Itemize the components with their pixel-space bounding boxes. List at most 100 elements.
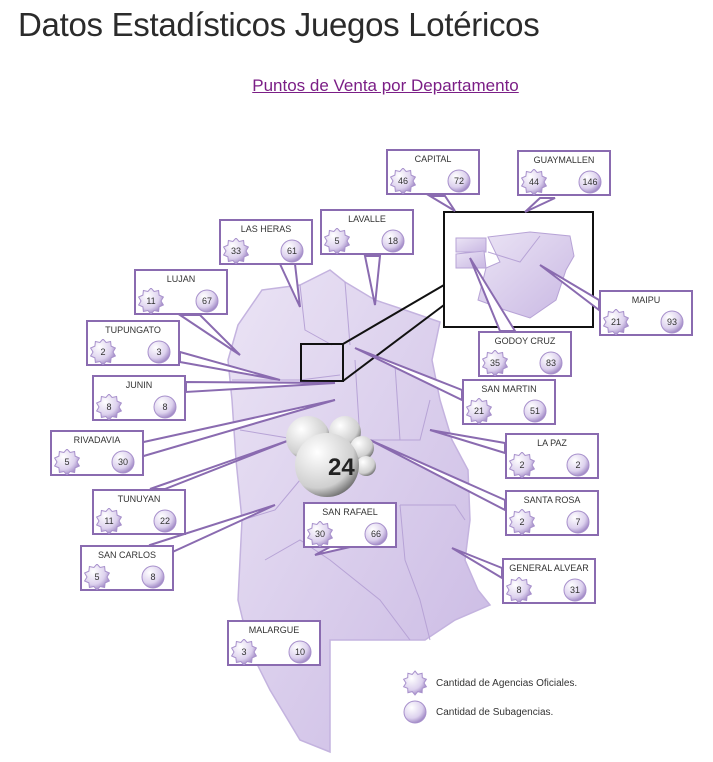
agencias-count: 35 bbox=[489, 358, 500, 368]
department-name: TUPUNGATO bbox=[105, 325, 161, 335]
star-badge-icon bbox=[223, 238, 249, 264]
subagencias-badge: 3 bbox=[146, 339, 172, 365]
legend-subagencias: Cantidad de Subagencias. bbox=[402, 699, 553, 725]
subagencias-count: 83 bbox=[545, 358, 556, 368]
department-callout: RIVADAVIA 5 30 bbox=[50, 430, 144, 476]
callout-pointer bbox=[179, 350, 281, 381]
legend-subagencias-label: Cantidad de Subagencias. bbox=[436, 706, 554, 718]
circle-badge-icon bbox=[288, 640, 312, 664]
agencias-badge: 33 bbox=[223, 238, 249, 264]
department-name: GENERAL ALVEAR bbox=[509, 563, 589, 573]
circle-badge-icon bbox=[111, 450, 135, 474]
subagencias-count: 10 bbox=[294, 647, 305, 657]
callout-pointer bbox=[426, 195, 456, 212]
callout-pointer bbox=[363, 255, 382, 306]
inset-zoom bbox=[443, 211, 594, 328]
agencias-count: 46 bbox=[397, 176, 408, 186]
circle-badge-icon bbox=[523, 399, 547, 423]
star-badge-icon bbox=[324, 228, 350, 254]
subagencias-count: 7 bbox=[575, 517, 581, 527]
department-callout: MALARGUE 3 10 bbox=[227, 620, 321, 666]
subagencias-badge: 2 bbox=[565, 452, 591, 478]
department-callout: SAN MARTIN 21 51 bbox=[462, 379, 556, 425]
star-badge-icon bbox=[390, 168, 416, 194]
circle-badge-icon bbox=[147, 340, 171, 364]
star-badge-icon bbox=[231, 639, 257, 665]
agencias-badge: 5 bbox=[324, 228, 350, 254]
department-callout: CAPITAL 46 72 bbox=[386, 149, 480, 195]
subagencias-count: 8 bbox=[150, 572, 156, 582]
circle-badge-icon bbox=[153, 395, 177, 419]
agencias-count: 8 bbox=[106, 402, 112, 412]
subagencias-badge: 93 bbox=[659, 309, 685, 335]
department-callout: TUPUNGATO 2 3 bbox=[86, 320, 180, 366]
subagencias-count: 2 bbox=[575, 460, 581, 470]
agencias-count: 5 bbox=[64, 457, 70, 467]
page-title: Datos Estadísticos Juegos Lotéricos bbox=[18, 6, 540, 43]
legend-agencias-label: Cantidad de Agencias Oficiales. bbox=[436, 677, 578, 689]
department-callout: LUJAN 11 67 bbox=[134, 269, 228, 315]
star-badge-icon bbox=[84, 564, 110, 590]
circle-badge-icon bbox=[403, 700, 427, 724]
star-badge-icon bbox=[54, 449, 80, 475]
agencias-count: 11 bbox=[146, 296, 156, 306]
agencias-badge: 11 bbox=[138, 288, 164, 314]
agencias-badge: 5 bbox=[54, 449, 80, 475]
agencias-count: 2 bbox=[100, 347, 106, 357]
star-badge-icon bbox=[90, 339, 116, 365]
subagencias-badge: 10 bbox=[287, 639, 313, 665]
subagencias-badge: 30 bbox=[110, 449, 136, 475]
agencias-badge: 21 bbox=[603, 309, 629, 335]
subagencias-count: 3 bbox=[156, 347, 162, 357]
department-name: LA PAZ bbox=[537, 438, 567, 448]
star-badge-icon bbox=[138, 288, 164, 314]
department-name: SAN MARTIN bbox=[481, 384, 537, 394]
department-callout: GENERAL ALVEAR 8 31 bbox=[502, 558, 596, 604]
agencias-badge: 8 bbox=[96, 394, 122, 420]
department-name: MAIPU bbox=[631, 295, 661, 305]
subagencias-badge: 66 bbox=[363, 521, 389, 547]
department-callout: TUNUYAN 11 22 bbox=[92, 489, 186, 535]
agencias-badge: 3 bbox=[231, 639, 257, 665]
subagencias-badge: 146 bbox=[577, 169, 603, 195]
star-badge-icon bbox=[402, 670, 428, 696]
agencias-badge: 2 bbox=[509, 452, 535, 478]
star-badge-icon bbox=[96, 508, 122, 534]
department-callout: LA PAZ 2 2 bbox=[505, 433, 599, 479]
map-title-link[interactable]: Puntos de Venta por Departamento bbox=[252, 76, 519, 95]
circle-badge-icon bbox=[539, 351, 563, 375]
star-badge-icon bbox=[603, 309, 629, 335]
department-callout: JUNIN 8 8 bbox=[92, 375, 186, 421]
agencias-count: 44 bbox=[528, 177, 539, 187]
agencias-badge: 2 bbox=[509, 509, 535, 535]
agencias-badge: 11 bbox=[96, 508, 122, 534]
department-callout: SANTA ROSA 2 7 bbox=[505, 490, 599, 536]
callout-pointers bbox=[129, 195, 600, 666]
subagencias-count: 66 bbox=[370, 529, 381, 539]
agencias-count: 30 bbox=[314, 529, 325, 539]
circle-badge-icon bbox=[660, 310, 684, 334]
agencias-count: 8 bbox=[516, 585, 522, 595]
subagencias-badge: 22 bbox=[152, 508, 178, 534]
subagencias-count: 18 bbox=[387, 236, 398, 246]
circle-badge-icon bbox=[280, 239, 304, 263]
star-badge-icon bbox=[482, 350, 508, 376]
subagencias-count: 72 bbox=[453, 176, 464, 186]
department-name: JUNIN bbox=[125, 380, 153, 390]
star-badge-icon bbox=[307, 521, 333, 547]
circle-badge-icon bbox=[381, 229, 405, 253]
subagencias-badge: 8 bbox=[140, 564, 166, 590]
star-badge-icon bbox=[506, 577, 532, 603]
agencias-badge: 2 bbox=[90, 339, 116, 365]
department-name: MALARGUE bbox=[248, 625, 300, 635]
subagencias-badge: 7 bbox=[565, 509, 591, 535]
subagencias-count: 146 bbox=[582, 177, 598, 187]
subagencias-count: 8 bbox=[162, 402, 168, 412]
callout-pointer bbox=[524, 197, 556, 213]
subagencias-badge: 51 bbox=[522, 398, 548, 424]
circle-badge-icon bbox=[566, 510, 590, 534]
department-name: GUAYMALLEN bbox=[533, 155, 595, 165]
department-callout: LAS HERAS 33 61 bbox=[219, 219, 313, 265]
agencias-badge: 30 bbox=[307, 521, 333, 547]
agencias-badge: 35 bbox=[482, 350, 508, 376]
